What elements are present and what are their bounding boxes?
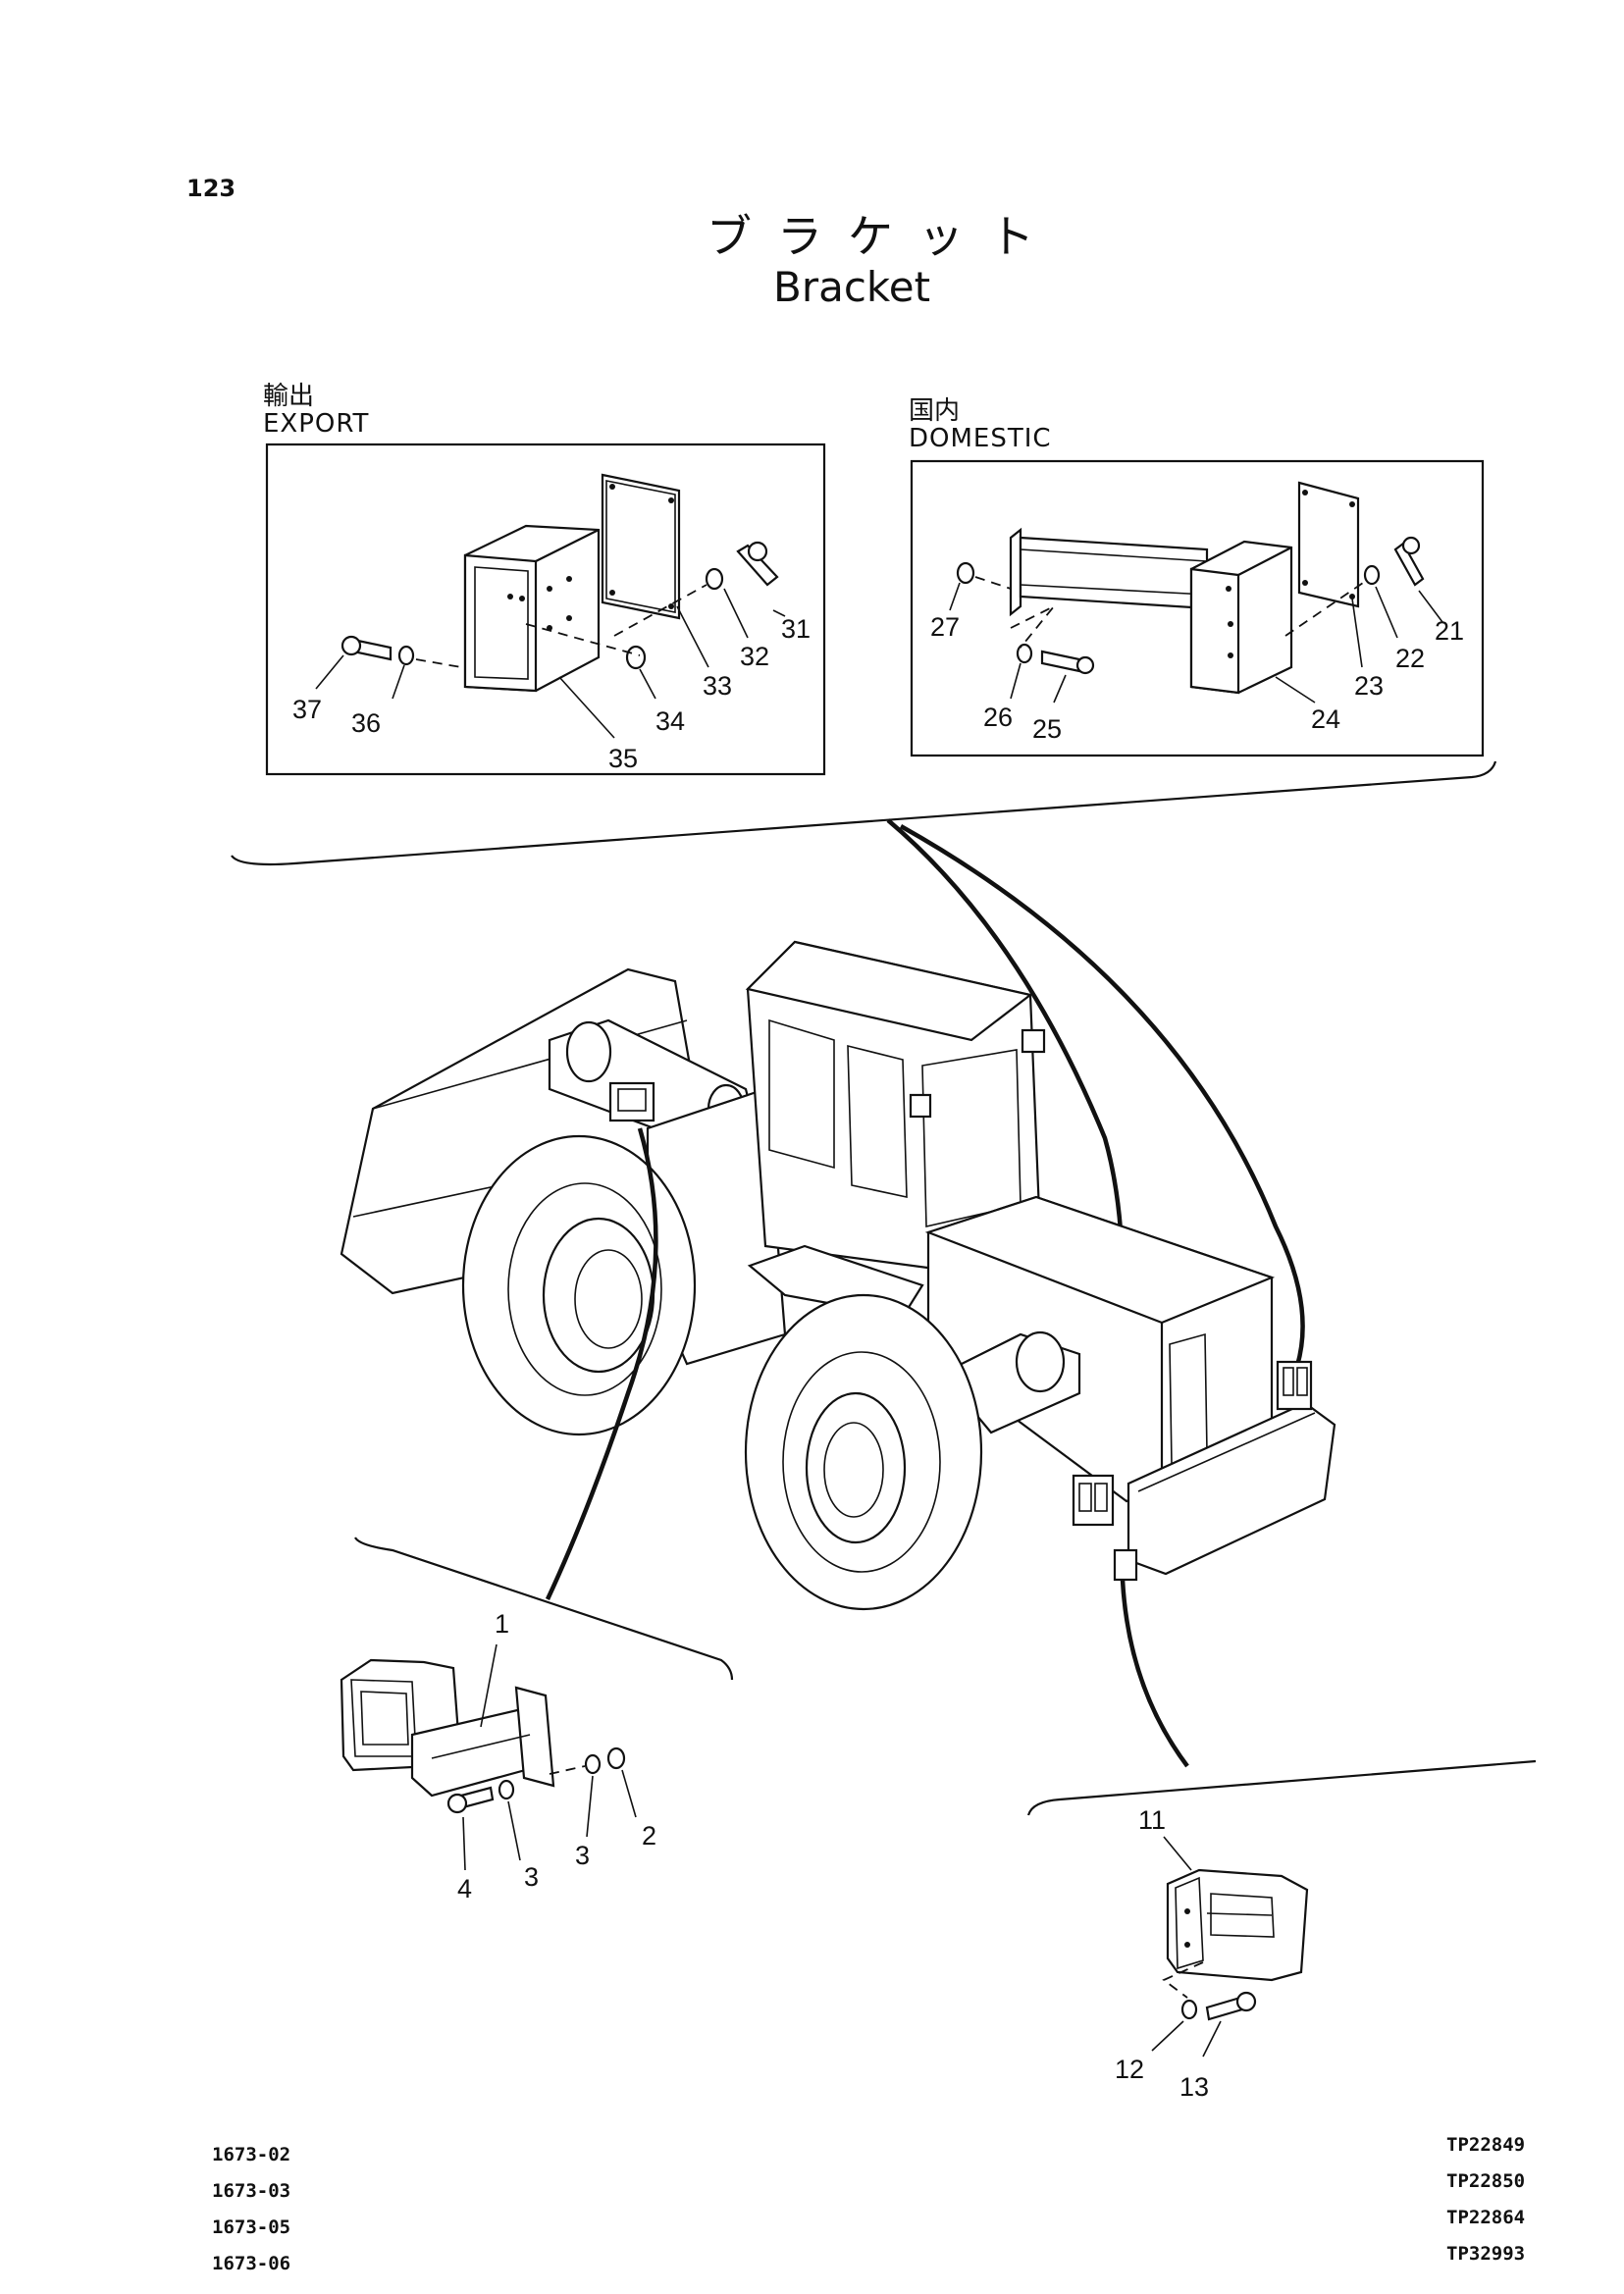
domestic-panel: 21 22 23 24 25 26 27 bbox=[910, 459, 1485, 757]
export-label-en: EXPORT bbox=[263, 409, 370, 439]
callout-27: 27 bbox=[930, 612, 960, 642]
callout-36: 36 bbox=[351, 708, 381, 738]
export-bolt-31 bbox=[736, 541, 779, 587]
domestic-bolt-25 bbox=[1040, 650, 1095, 675]
callout-1: 1 bbox=[495, 1609, 509, 1639]
export-washer-32 bbox=[705, 567, 724, 591]
domestic-label-jp: 国内 bbox=[909, 396, 961, 426]
cab bbox=[745, 940, 1046, 1272]
callout-21: 21 bbox=[1435, 616, 1464, 646]
front-nut-2 bbox=[606, 1747, 626, 1770]
front-bolt-4 bbox=[446, 1786, 495, 1814]
export-gasket-plate bbox=[601, 473, 681, 620]
model-code: 1673-06 bbox=[212, 2253, 291, 2274]
leader-front-bracket bbox=[545, 1127, 658, 1600]
upper-separator bbox=[231, 760, 1497, 866]
export-panel: 31 32 33 34 35 36 37 bbox=[265, 443, 826, 776]
domestic-bolt-21 bbox=[1393, 536, 1425, 587]
domestic-label-en: DOMESTIC bbox=[909, 424, 1052, 453]
front-stay bbox=[410, 1686, 555, 1798]
rear-lamp-small bbox=[1113, 1548, 1138, 1582]
callout-4: 4 bbox=[457, 1874, 472, 1903]
leader-rear-right bbox=[899, 824, 1305, 1367]
export-panel-label: 輸出 EXPORT bbox=[263, 383, 369, 438]
callout-26: 26 bbox=[983, 703, 1013, 732]
leader-rear-bracket bbox=[1120, 1579, 1189, 1768]
page-number: 123 bbox=[186, 175, 236, 202]
title-japanese: ブラケット bbox=[707, 210, 1060, 263]
domestic-nut-27 bbox=[956, 561, 975, 585]
front-washer-3b bbox=[584, 1753, 602, 1775]
rear-wheel bbox=[744, 1293, 983, 1611]
callout-13: 13 bbox=[1179, 2072, 1209, 2102]
domestic-washer-22 bbox=[1363, 564, 1381, 586]
rear-lamp-housing bbox=[1166, 1868, 1309, 1982]
export-nut-34 bbox=[625, 645, 647, 670]
callout-24: 24 bbox=[1311, 704, 1340, 734]
footer-right-codes: TP22849 TP22850 TP22864 TP32993 bbox=[1446, 2127, 1525, 2272]
callout-3a: 3 bbox=[524, 1862, 539, 1892]
domestic-lamp-housing bbox=[1189, 540, 1293, 695]
callout-32: 32 bbox=[740, 642, 769, 671]
export-washer-36 bbox=[397, 645, 415, 666]
domestic-washer-26 bbox=[1016, 643, 1033, 664]
front-lamp-mount bbox=[608, 1081, 655, 1122]
drawing-code: TP22849 bbox=[1446, 2134, 1526, 2156]
callout-2: 2 bbox=[642, 1821, 656, 1851]
model-code: 1673-05 bbox=[212, 2216, 291, 2238]
front-washer-3a bbox=[498, 1779, 515, 1800]
domestic-stay-arm bbox=[1009, 527, 1209, 617]
drawing-code: TP22850 bbox=[1446, 2170, 1526, 2192]
domestic-panel-frame bbox=[910, 459, 1485, 757]
callout-11: 11 bbox=[1138, 1805, 1166, 1835]
rear-detail-separator bbox=[1026, 1759, 1537, 1816]
rear-washer-12 bbox=[1180, 1999, 1198, 2020]
footer-left-codes: 1673-02 1673-03 1673-05 1673-06 bbox=[212, 2137, 290, 2282]
callout-37: 37 bbox=[292, 695, 322, 724]
export-lamp-housing bbox=[463, 524, 601, 693]
drawing-code: TP32993 bbox=[1446, 2243, 1526, 2265]
callout-12: 12 bbox=[1115, 2055, 1144, 2084]
domestic-panel-label: 国内 DOMESTIC bbox=[909, 397, 1052, 452]
rear-lamp-left bbox=[1072, 1474, 1115, 1527]
rear-bolt-13 bbox=[1205, 1991, 1257, 2021]
callout-23: 23 bbox=[1354, 671, 1384, 701]
model-code: 1673-03 bbox=[212, 2180, 291, 2202]
title-english: Bracket bbox=[773, 263, 931, 311]
export-label-jp: 輸出 bbox=[263, 382, 315, 411]
front-detail-separator bbox=[354, 1537, 734, 1681]
callout-35: 35 bbox=[608, 744, 638, 773]
model-code: 1673-02 bbox=[212, 2144, 291, 2165]
callout-33: 33 bbox=[703, 671, 732, 701]
domestic-gasket-plate bbox=[1297, 481, 1360, 608]
export-panel-frame bbox=[265, 443, 826, 776]
callout-31: 31 bbox=[781, 614, 811, 644]
export-bolt-37 bbox=[341, 635, 393, 661]
rear-lamp-right bbox=[1276, 1360, 1313, 1411]
front-bracket-detail: 1 2 3 3 4 bbox=[340, 1609, 656, 1903]
rear-bracket-detail: 11 12 13 bbox=[1115, 1805, 1309, 2102]
callout-25: 25 bbox=[1032, 714, 1062, 744]
front-wheel bbox=[461, 1134, 697, 1436]
callout-3b: 3 bbox=[575, 1841, 590, 1870]
wheel-loader-illustration bbox=[340, 940, 1336, 1611]
callout-22: 22 bbox=[1395, 644, 1425, 673]
callout-34: 34 bbox=[655, 706, 685, 736]
drawing-code: TP22864 bbox=[1446, 2207, 1526, 2228]
